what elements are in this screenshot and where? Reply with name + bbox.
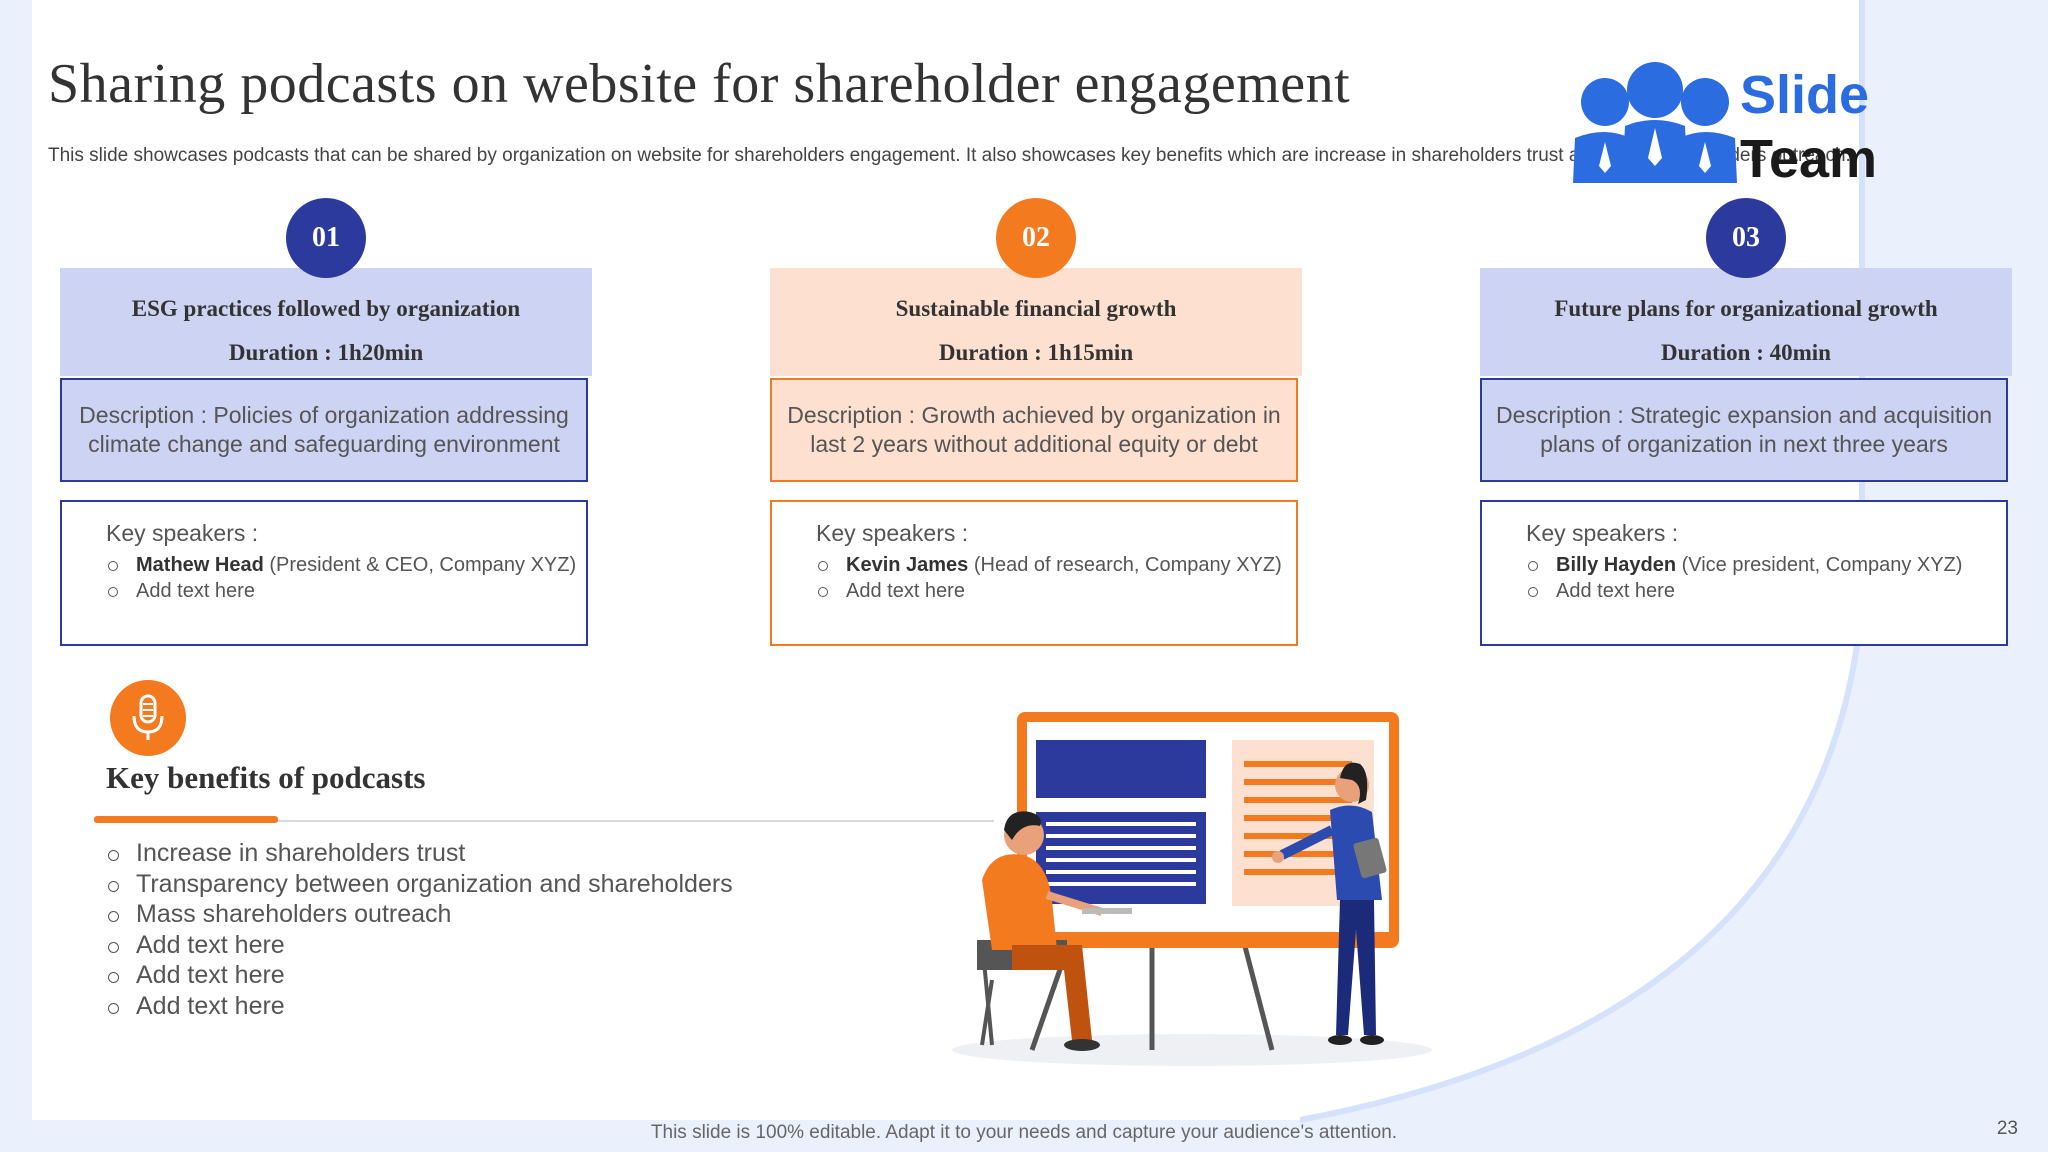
benefit-item: Add text here: [106, 960, 733, 991]
podcast-card-3: 03 Future plans for organizational growt…: [1480, 198, 2012, 650]
podcast-duration: Duration : 1h20min: [228, 340, 424, 365]
speaker-name: Mathew Head: [136, 554, 264, 576]
key-speakers-box: Key speakers : Mathew Head (President & …: [60, 500, 588, 646]
benefit-item: Increase in shareholders trust: [106, 838, 733, 869]
speaker-role: (President & CEO, Company XYZ): [263, 554, 577, 576]
speaker-placeholder: Add text here: [106, 578, 576, 604]
benefits-divider: [94, 820, 994, 822]
speaker-placeholder: Add text here: [1526, 578, 1962, 604]
logo-text-team: Team: [1740, 129, 1878, 189]
speaker-item: Billy Hayden (Vice president, Company XY…: [1526, 552, 1962, 578]
page-subtitle: This slide showcases podcasts that can b…: [48, 145, 1851, 166]
page-number: 23: [1996, 1118, 2018, 1139]
podcast-description: Description : Strategic expansion and ac…: [1480, 378, 2008, 482]
podcast-title: ESG practices followed by organization: [131, 296, 521, 321]
podcast-description: Description : Policies of organization a…: [60, 378, 588, 482]
podcast-duration: Duration : 40min: [1661, 340, 1831, 365]
benefit-item: Transparency between organization and sh…: [106, 869, 733, 900]
podcast-duration: Duration : 1h15min: [938, 340, 1134, 365]
speaker-name: Kevin James: [846, 554, 969, 576]
podcast-header: ESG practices followed by organization D…: [60, 268, 592, 376]
key-speakers-box: Key speakers : Billy Hayden (Vice presid…: [1480, 500, 2008, 646]
slideteam-logo: Slide Team: [1570, 58, 1877, 189]
speaker-list: Kevin James (Head of research, Company X…: [816, 552, 1282, 604]
benefit-item: Add text here: [106, 930, 733, 961]
benefit-item: Mass shareholders outreach: [106, 899, 733, 930]
presentation-illustration: [952, 712, 1432, 1066]
podcast-number-badge: 03: [1706, 198, 1786, 278]
speaker-item: Kevin James (Head of research, Company X…: [816, 552, 1282, 578]
podcast-title: Sustainable financial growth: [895, 296, 1177, 321]
podcast-description: Description : Growth achieved by organiz…: [770, 378, 1298, 482]
speaker-role: (Vice president, Company XYZ): [1676, 554, 1963, 576]
speaker-item: Mathew Head (President & CEO, Company XY…: [106, 552, 576, 578]
podcast-card-1: 01 ESG practices followed by organizatio…: [60, 198, 592, 650]
speaker-name: Billy Hayden: [1556, 554, 1677, 576]
logo-text-slide: Slide: [1740, 65, 1870, 125]
benefits-list: Increase in shareholders trust Transpare…: [106, 838, 733, 1021]
podcast-title: Future plans for organizational growth: [1554, 296, 1938, 321]
benefits-accent-bar: [94, 816, 278, 823]
slide: Sharing podcasts on website for sharehol…: [32, 0, 2012, 1120]
page-title: Sharing podcasts on website for sharehol…: [48, 53, 1351, 115]
microphone-icon: [110, 680, 186, 756]
footer-note: This slide is 100% editable. Adapt it to…: [650, 1122, 1398, 1143]
speaker-list: Billy Hayden (Vice president, Company XY…: [1526, 552, 1962, 604]
podcast-card-2: 02 Sustainable financial growth Duration…: [770, 198, 1302, 650]
key-speakers-label: Key speakers :: [106, 520, 259, 546]
podcast-number-badge: 02: [996, 198, 1076, 278]
speaker-placeholder: Add text here: [816, 578, 1282, 604]
key-speakers-box: Key speakers : Kevin James (Head of rese…: [770, 500, 1298, 646]
key-speakers-label: Key speakers :: [1526, 520, 1679, 546]
benefits-title: Key benefits of podcasts: [106, 760, 426, 795]
benefit-item: Add text here: [106, 991, 733, 1022]
podcast-number-badge: 01: [286, 198, 366, 278]
speaker-role: (Head of research, Company XYZ): [968, 554, 1282, 576]
podcast-header: Sustainable financial growth Duration : …: [770, 268, 1302, 376]
people-group-icon: [1573, 62, 1737, 183]
podcast-header: Future plans for organizational growth D…: [1480, 268, 2012, 376]
key-speakers-label: Key speakers :: [816, 520, 969, 546]
speaker-list: Mathew Head (President & CEO, Company XY…: [106, 552, 576, 604]
